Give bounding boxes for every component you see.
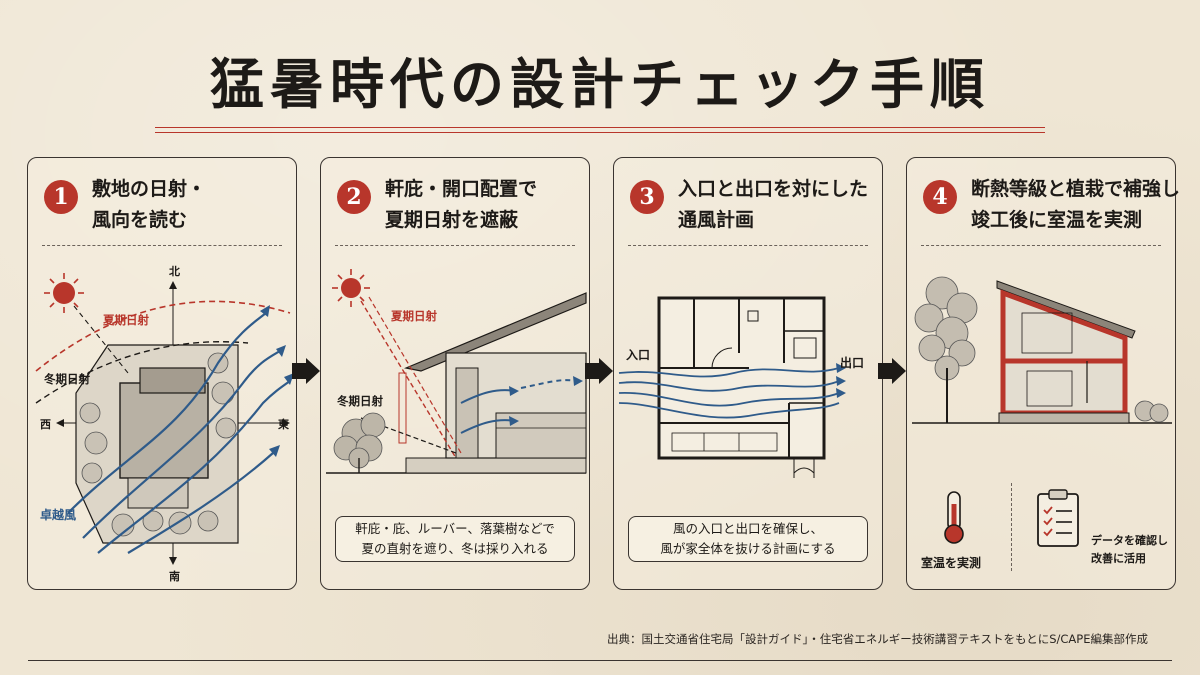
step-1-panel: 1 敷地の日射・ 風向を読む — [27, 157, 297, 590]
site-orientation-diagram — [35, 273, 294, 565]
sun-icon — [44, 273, 84, 313]
step-2-badge: 2 — [337, 180, 371, 214]
review-label: データを確認し 改善に活用 — [1091, 534, 1168, 565]
north-label: 北 — [169, 265, 180, 278]
step-3-panel: 3 入口と出口を対にした 通風計画 — [613, 157, 883, 590]
step-1-badge: 1 — [44, 180, 78, 214]
eave-shading-diagram — [326, 269, 587, 474]
cross-ventilation-plan — [618, 296, 846, 478]
step-3-heading: 入口と出口を対にした 通風計画 — [678, 178, 869, 231]
step-4-badge: 4 — [923, 180, 957, 214]
step-2-heading: 軒庇・開口配置で 夏期日射を遮蔽 — [385, 178, 538, 231]
flow-arrow-1 — [292, 358, 320, 384]
step-1-heading: 敷地の日射・ 風向を読む — [92, 178, 207, 231]
step-2-divider — [335, 245, 575, 246]
winter-sun-label-2: 冬期日射 — [337, 394, 383, 408]
title-rule-bottom — [155, 132, 1045, 133]
summer-sun-label: 夏期日射 — [103, 313, 149, 327]
measure-label: 室温を実測 — [921, 556, 982, 570]
step-2-note: 軒庇・庇、ルーバー、落葉樹などで 夏の直射を遮り、冬は採り入れる — [335, 516, 575, 562]
bottom-rule — [28, 660, 1172, 661]
title-rule-top — [155, 127, 1045, 128]
step-4-divider — [921, 245, 1161, 246]
page-title: 猛暑時代の設計チェック手順 — [210, 52, 990, 116]
thermometer-icon — [944, 491, 964, 544]
insulated-section-diagram — [912, 276, 1172, 424]
south-label: 南 — [169, 570, 180, 583]
summer-sun-label-2: 夏期日射 — [391, 309, 437, 323]
sun-icon — [332, 269, 370, 307]
step-1-divider — [42, 245, 282, 246]
step-4-vertical-divider — [1011, 483, 1012, 571]
step-3-divider — [628, 245, 868, 246]
step-4-heading: 断熱等級と植栽で補強し 竣工後に室温を実測 — [971, 178, 1181, 231]
step-2-panel: 2 軒庇・開口配置で 夏期日射を遮蔽 — [320, 157, 590, 590]
source-citation: 出典：国土交通省住宅局「設計ガイド」・住宅省エネルギー技術講習テキストをもとにS… — [607, 632, 1148, 646]
flow-arrow-2 — [585, 358, 613, 384]
winter-sun-label: 冬期日射 — [44, 372, 90, 386]
checklist-clipboard-icon — [1037, 489, 1079, 547]
step-4-panel: 4 断熱等級と植栽で補強し 竣工後に室温を実測 — [906, 157, 1181, 590]
flow-arrow-3 — [878, 358, 906, 384]
prevailing-wind-label: 卓越風 — [40, 508, 77, 522]
inlet-label: 入口 — [626, 348, 651, 362]
outlet-label: 出口 — [840, 356, 865, 370]
east-label: 東 — [278, 418, 289, 431]
west-label: 西 — [40, 418, 51, 431]
step-3-note: 風の入口と出口を確保し、 風が家全体を抜ける計画にする — [628, 516, 868, 562]
step-3-badge: 3 — [630, 180, 664, 214]
